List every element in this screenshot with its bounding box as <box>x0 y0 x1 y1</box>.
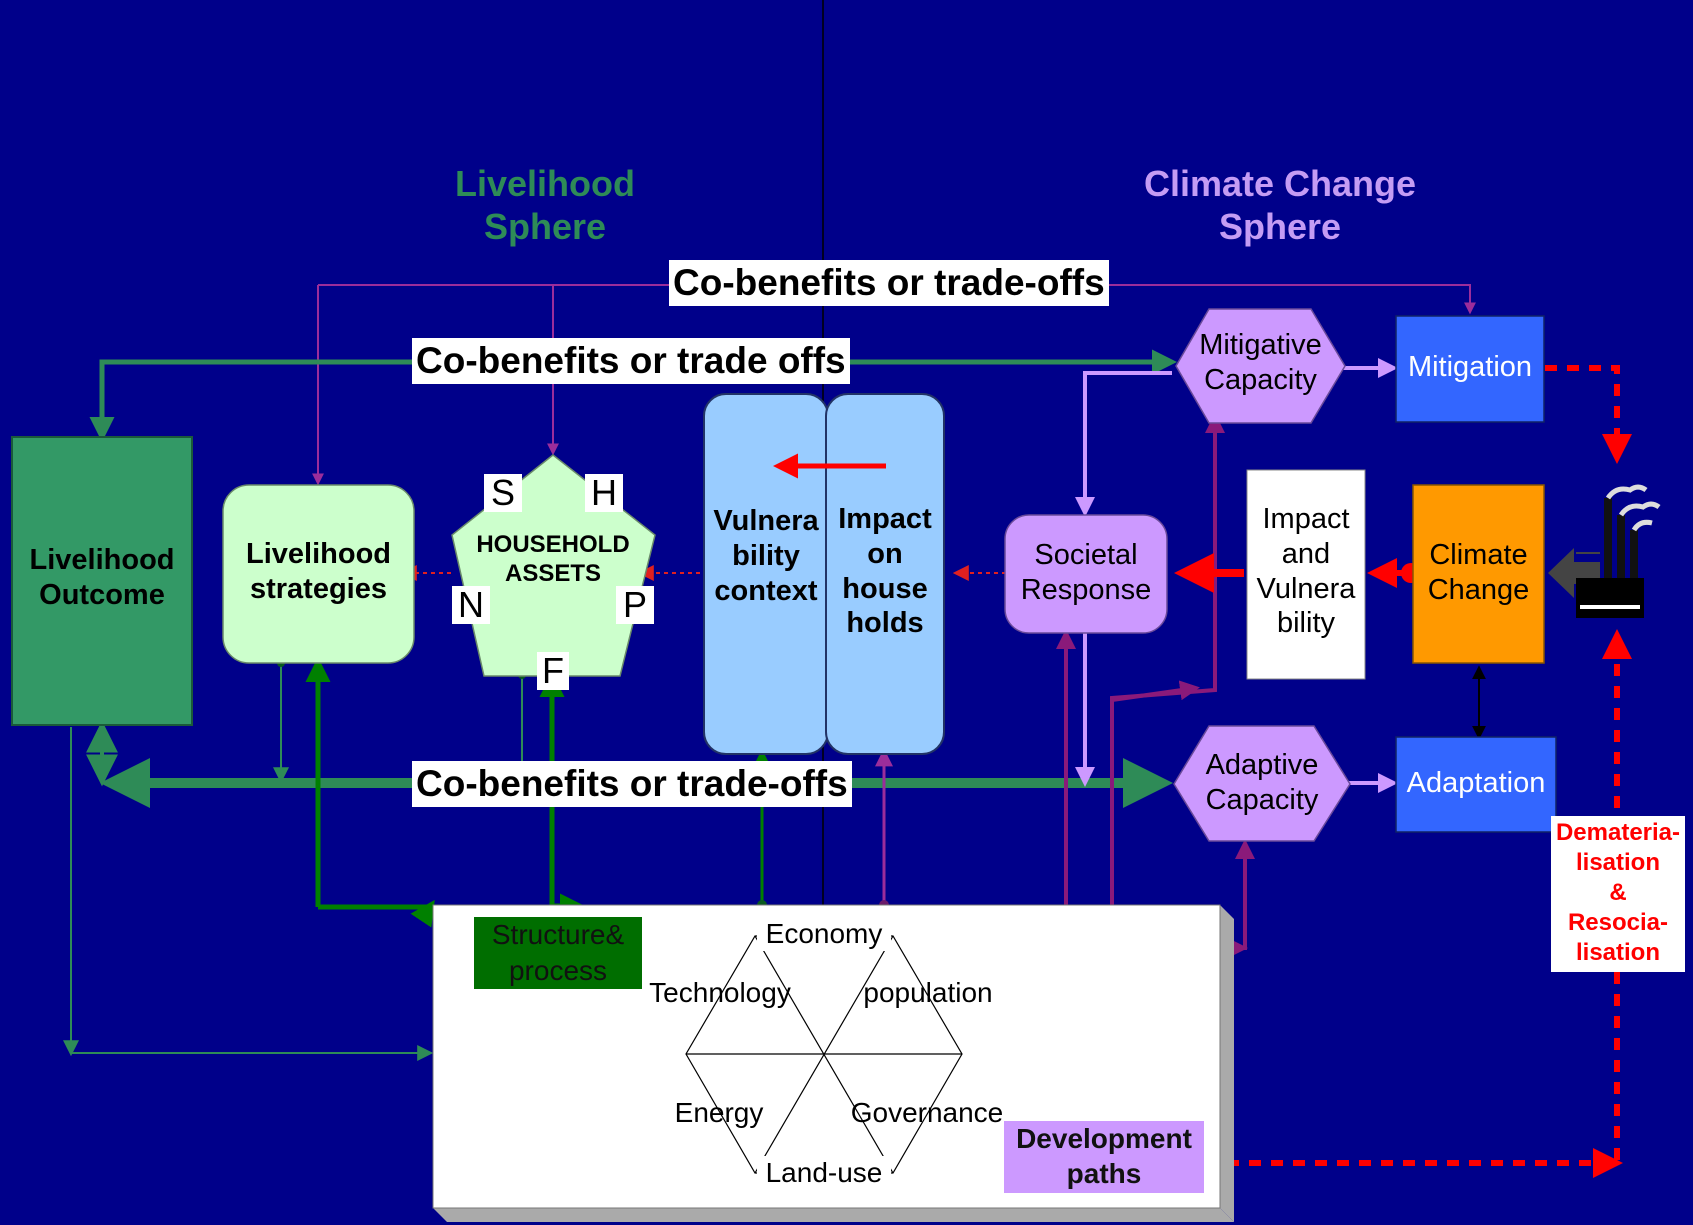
adaptive-capacity-hexagon <box>1173 725 1351 842</box>
livelihood-strategies-box <box>222 484 415 664</box>
impact-vulnerability-box <box>1246 469 1366 680</box>
mitigative-capacity-label: Mitigative Capacity <box>1199 329 1322 396</box>
adaptation-label: Adaptation <box>1406 767 1546 799</box>
development-paths-label: Development paths <box>1004 1121 1204 1193</box>
hex-word-economy: Economy <box>757 917 891 951</box>
climate-change-box <box>1412 484 1545 664</box>
asset-corner-p: P <box>616 586 654 624</box>
impact-households-box <box>825 393 945 755</box>
cobenefit-label-upper: Co-benefits or trade offs <box>412 338 850 384</box>
mitigation-label: Mitigation <box>1407 351 1533 383</box>
societal-response-box <box>1004 514 1168 634</box>
livelihood-outcome-label: Livelihood Outcome <box>29 544 175 611</box>
dematerialisation-loop <box>1227 365 1632 1178</box>
hex-word-energy: Energy <box>674 1097 764 1128</box>
societal-response-label: Societal Response <box>1020 539 1152 606</box>
societal-response-arrows <box>1075 358 1398 793</box>
cobenefit-label-top: Co-benefits or trade-offs <box>669 260 1109 306</box>
outcome-to-dev-arrow <box>70 727 434 1061</box>
hex-word-governance: Governance <box>850 1097 1004 1128</box>
cobenefit-label-lower: Co-benefits or trade-offs <box>412 761 852 807</box>
climate-change-label: Climate Change <box>1427 539 1530 606</box>
dev-to-capacity-arrows <box>1056 413 1255 958</box>
asset-corner-s: S <box>484 474 522 512</box>
structure-process-label: Structure& process <box>474 917 642 989</box>
asset-corner-n: N <box>452 586 490 624</box>
hex-word-population: population <box>863 977 993 1008</box>
adaptation-box <box>1395 736 1557 833</box>
hex-word-land-use: Land-use <box>757 1156 891 1190</box>
vulnerability-context-label: Vulnera bility context <box>713 505 819 607</box>
household-assets-label: HOUSEHOLD ASSETS <box>476 531 630 587</box>
hex-word-technology: Technology <box>649 977 791 1008</box>
factory-icon <box>1548 484 1661 618</box>
livelihood-sphere-title: Livelihood Sphere <box>455 163 635 248</box>
asset-corner-h: H <box>585 474 623 512</box>
asset-corner-f: F <box>537 652 569 690</box>
adaptive-capacity-label: Adaptive Capacity <box>1205 749 1319 816</box>
climate-sphere-title: Climate Change Sphere <box>1143 163 1417 248</box>
impact-vulnerability-label: Impact and Vulnera bility <box>1256 503 1356 640</box>
livelihood-strategies-label: Livelihood strategies <box>246 538 391 605</box>
mitigation-box <box>1395 315 1545 423</box>
impact-households-label: Impact on house holds <box>838 503 932 640</box>
livelihood-outcome-box <box>11 436 193 726</box>
mitigative-capacity-hexagon <box>1175 308 1346 424</box>
dematerialisation-label: Demateria- lisation & Resocia- lisation <box>1551 816 1685 972</box>
development-hexagon-star <box>685 935 963 1174</box>
